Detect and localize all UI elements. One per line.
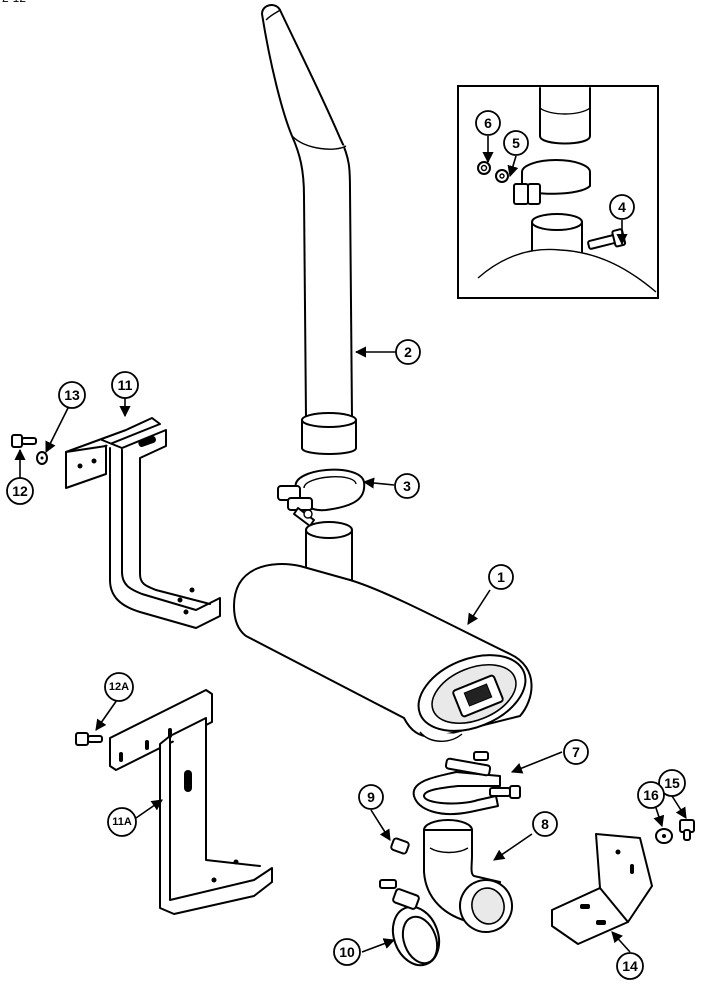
svg-text:10: 10 bbox=[339, 944, 355, 960]
callout-7: 7 bbox=[563, 739, 589, 765]
callout-11: 11 bbox=[111, 371, 139, 399]
svg-text:1: 1 bbox=[497, 569, 505, 585]
callout-12: 12 bbox=[6, 477, 34, 505]
washer-16 bbox=[655, 828, 673, 844]
page-mark: 2-12 bbox=[2, 0, 26, 5]
callout-13: 13 bbox=[58, 381, 86, 409]
svg-text:16: 16 bbox=[643, 787, 659, 803]
leader-lines bbox=[14, 136, 687, 953]
exhaust-elbow bbox=[423, 819, 513, 933]
callout-16: 16 bbox=[637, 781, 665, 809]
callout-12a: 12A bbox=[104, 672, 134, 702]
callout-5: 5 bbox=[503, 130, 529, 156]
svg-text:4: 4 bbox=[618, 199, 626, 215]
svg-text:11: 11 bbox=[118, 377, 133, 393]
pipe-clamp bbox=[277, 468, 366, 527]
callout-4: 4 bbox=[609, 194, 635, 220]
svg-text:3: 3 bbox=[403, 478, 411, 494]
lower-bracket bbox=[109, 689, 273, 915]
support-bracket bbox=[551, 833, 653, 945]
svg-text:15: 15 bbox=[664, 775, 680, 791]
svg-text:5: 5 bbox=[512, 135, 520, 151]
callout-11a: 11A bbox=[107, 807, 137, 837]
callout-15: 15 bbox=[658, 769, 686, 797]
svg-text:8: 8 bbox=[541, 816, 549, 832]
svg-text:6: 6 bbox=[484, 115, 492, 131]
exhaust-stack-pipe bbox=[261, 4, 357, 455]
bolt-15 bbox=[679, 819, 695, 841]
callout-2: 2 bbox=[395, 339, 421, 365]
svg-text:12: 12 bbox=[12, 483, 28, 499]
svg-text:9: 9 bbox=[367, 789, 375, 805]
upper-bracket bbox=[65, 417, 221, 629]
callout-10: 10 bbox=[333, 938, 361, 966]
callout-3: 3 bbox=[394, 473, 420, 499]
svg-text:7: 7 bbox=[572, 744, 580, 760]
svg-text:14: 14 bbox=[622, 958, 638, 974]
svg-text:12A: 12A bbox=[109, 681, 129, 693]
plug bbox=[390, 837, 410, 855]
callout-14: 14 bbox=[616, 952, 644, 980]
callout-1: 1 bbox=[488, 564, 514, 590]
callout-8: 8 bbox=[532, 811, 558, 837]
svg-text:2: 2 bbox=[404, 344, 412, 360]
callout-9: 9 bbox=[358, 784, 384, 810]
washer-13 bbox=[36, 451, 48, 465]
svg-text:11A: 11A bbox=[112, 816, 132, 828]
callout-6: 6 bbox=[475, 110, 501, 136]
band-clamp bbox=[379, 879, 441, 967]
muffler-body bbox=[233, 521, 533, 742]
u-bolt bbox=[412, 751, 521, 816]
bolt-12a bbox=[75, 732, 103, 746]
svg-text:13: 13 bbox=[64, 387, 80, 403]
bolt-12 bbox=[11, 434, 37, 448]
